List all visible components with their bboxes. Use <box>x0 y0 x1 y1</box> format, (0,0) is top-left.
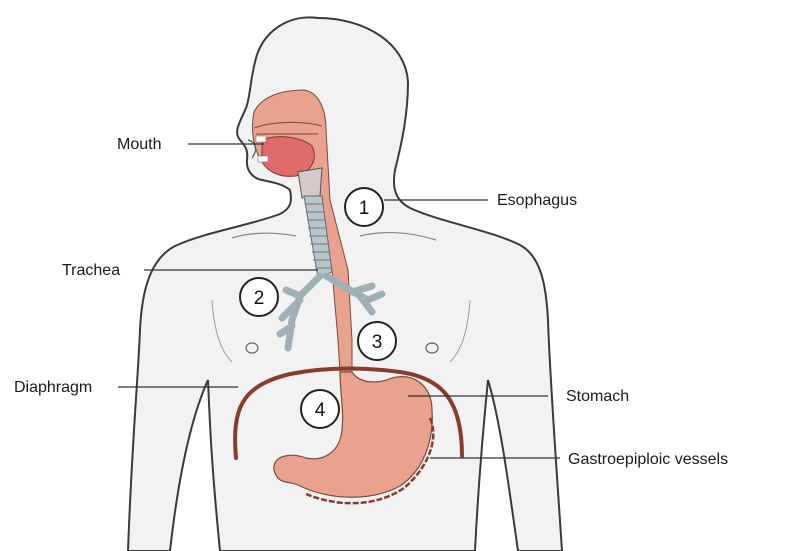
teeth-upper <box>256 136 266 142</box>
marker-2: 2 <box>240 278 278 316</box>
teeth-lower <box>258 156 268 162</box>
label-stomach: Stomach <box>566 388 629 405</box>
svg-text:3: 3 <box>372 332 383 353</box>
marker-1: 1 <box>345 188 383 226</box>
svg-text:1: 1 <box>359 198 370 219</box>
label-diaphragm: Diaphragm <box>14 379 92 396</box>
svg-text:2: 2 <box>254 288 265 309</box>
marker-3: 3 <box>358 322 396 360</box>
label-mouth: Mouth <box>117 136 161 153</box>
label-gastroepiploic: Gastroepiploic vessels <box>568 451 728 468</box>
label-esophagus: Esophagus <box>497 192 577 209</box>
larynx <box>298 168 322 198</box>
label-trachea: Trachea <box>62 262 120 279</box>
svg-text:4: 4 <box>315 400 326 421</box>
marker-4: 4 <box>301 390 339 428</box>
